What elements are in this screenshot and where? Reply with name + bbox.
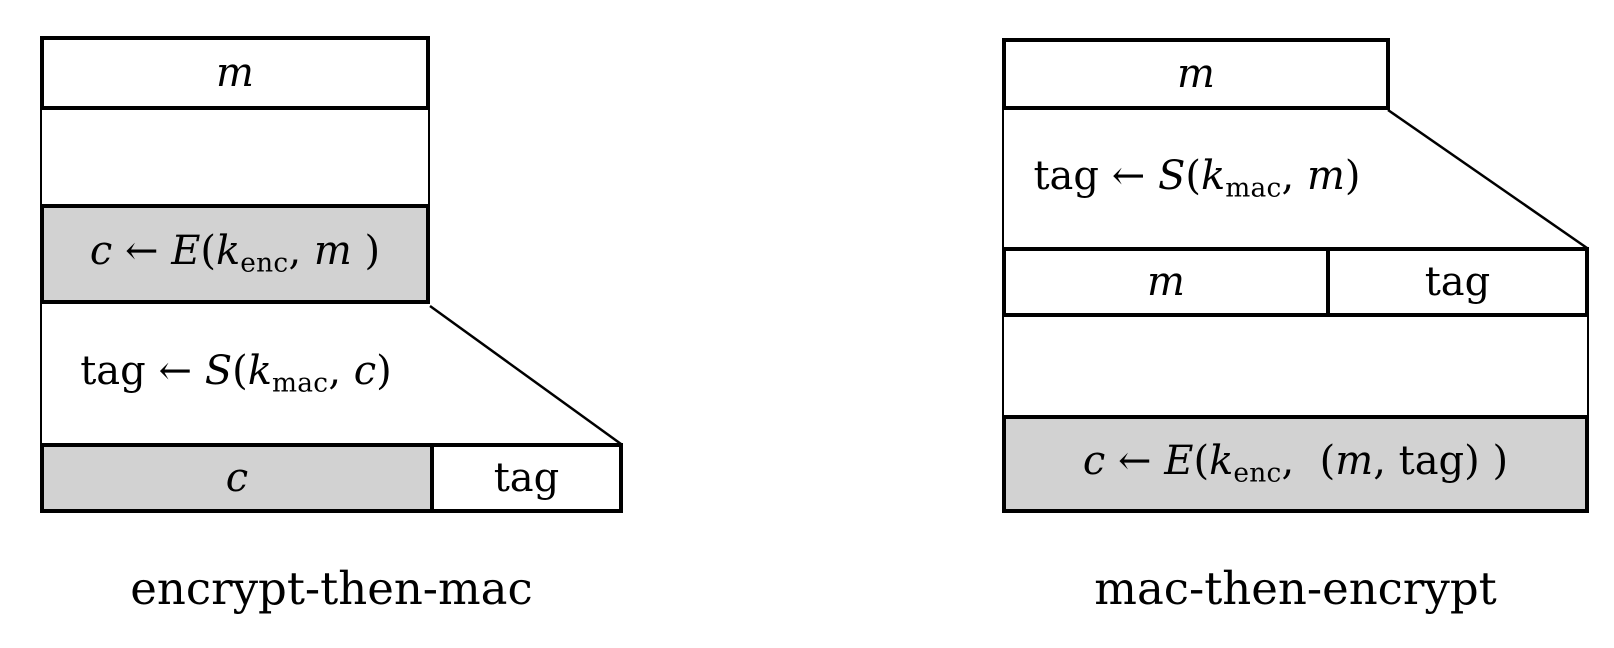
mte-concat-message-cell: m bbox=[1006, 251, 1326, 313]
etm-output-ciphertext-label: c bbox=[225, 455, 249, 501]
etm-diagonal-line bbox=[429, 304, 622, 446]
etm-output-ciphertext-cell: c bbox=[44, 447, 430, 509]
mte-mac-step-region: tag ← S(kmac, m) bbox=[1002, 110, 1390, 247]
mte-concat-tag-cell: tag bbox=[1326, 251, 1585, 313]
mte-message-box: m bbox=[1002, 38, 1390, 110]
mte-diagonal-line bbox=[1387, 108, 1588, 250]
mte-message-label: m bbox=[1177, 51, 1215, 97]
etm-message-label: m bbox=[216, 50, 254, 96]
mte-concat-message-label: m bbox=[1147, 259, 1185, 305]
etm-output-tag-label: tag bbox=[493, 455, 560, 501]
etm-spacer-region bbox=[40, 110, 430, 204]
etm-encrypt-box: c ← E(kenc, m ) bbox=[40, 204, 430, 304]
etm-encrypt-formula: c ← E(kenc, m ) bbox=[89, 228, 381, 279]
mte-spacer-region bbox=[1002, 317, 1589, 415]
etm-mac-step-region: tag ← S(kmac, c) bbox=[40, 304, 430, 443]
mte-encrypt-formula: c ← E(kenc, (m, tag) ) bbox=[1082, 438, 1509, 489]
mte-encrypt-box: c ← E(kenc, (m, tag) ) bbox=[1002, 415, 1589, 513]
etm-caption: encrypt-then-mac bbox=[130, 562, 533, 615]
mte-caption: mac-then-encrypt bbox=[1094, 562, 1497, 615]
mte-concat-tag-label: tag bbox=[1424, 259, 1491, 305]
mte-mac-formula: tag ← S(kmac, m) bbox=[1033, 152, 1361, 203]
mte-concat-row: m tag bbox=[1002, 247, 1589, 317]
etm-mac-formula: tag ← S(kmac, c) bbox=[80, 347, 392, 398]
etm-output-tag-cell: tag bbox=[430, 447, 619, 509]
etm-output-row: c tag bbox=[40, 443, 623, 513]
etm-message-box: m bbox=[40, 36, 430, 110]
